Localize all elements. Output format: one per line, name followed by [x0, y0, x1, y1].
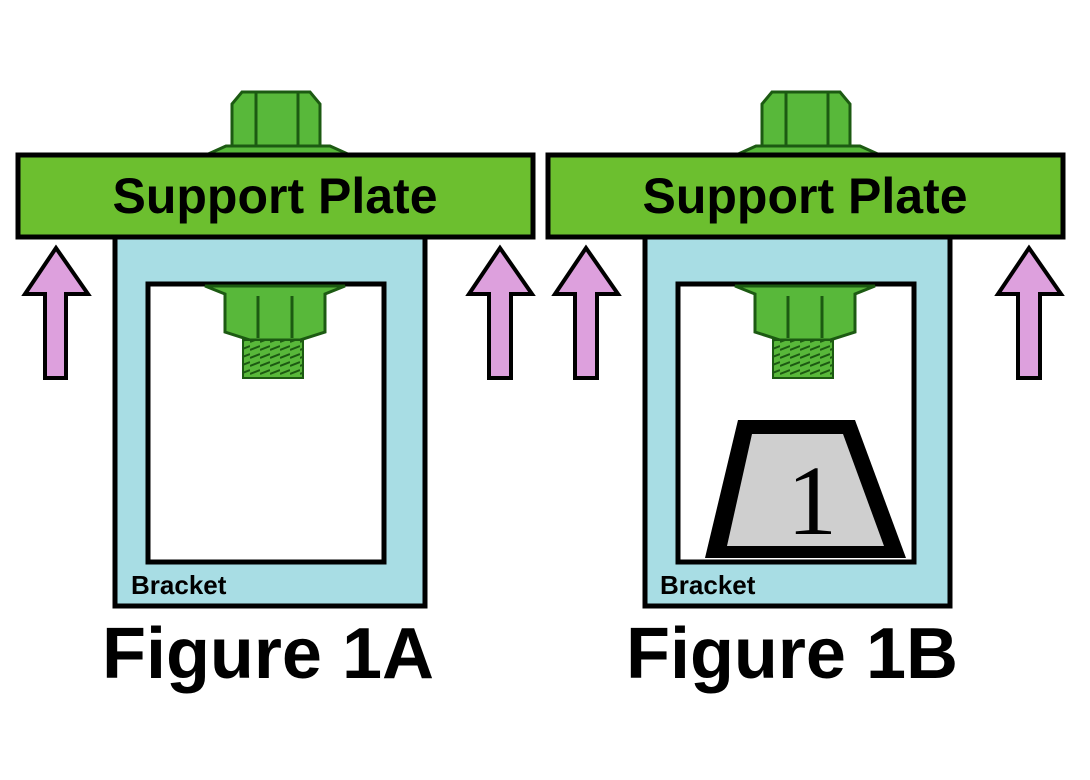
figure-1a: Support Plate Bracket Figure 1A — [15, 90, 536, 694]
shim-number-label: 1 — [787, 445, 837, 556]
support-plate-label: Support Plate — [642, 168, 967, 224]
figure-1b: 1 Support Plate Bracket Figur — [545, 90, 1066, 694]
bracket-label: Bracket — [660, 570, 756, 600]
left-force-arrow — [551, 244, 622, 380]
left-force-arrow — [21, 244, 92, 380]
bolt-nut — [734, 284, 876, 379]
bolt-head — [205, 90, 351, 157]
right-force-arrow — [465, 244, 536, 380]
bolt-head — [735, 90, 881, 157]
shim-block: 1 — [705, 420, 906, 558]
support-plate: Support Plate — [15, 152, 536, 240]
support-plate-label: Support Plate — [112, 168, 437, 224]
right-force-arrow — [994, 244, 1065, 380]
bolt-nut — [204, 284, 346, 379]
figure-caption: Figure 1A — [102, 614, 434, 694]
figure-caption: Figure 1B — [626, 614, 958, 694]
bracket-label: Bracket — [131, 570, 227, 600]
support-plate: Support Plate — [545, 152, 1066, 240]
